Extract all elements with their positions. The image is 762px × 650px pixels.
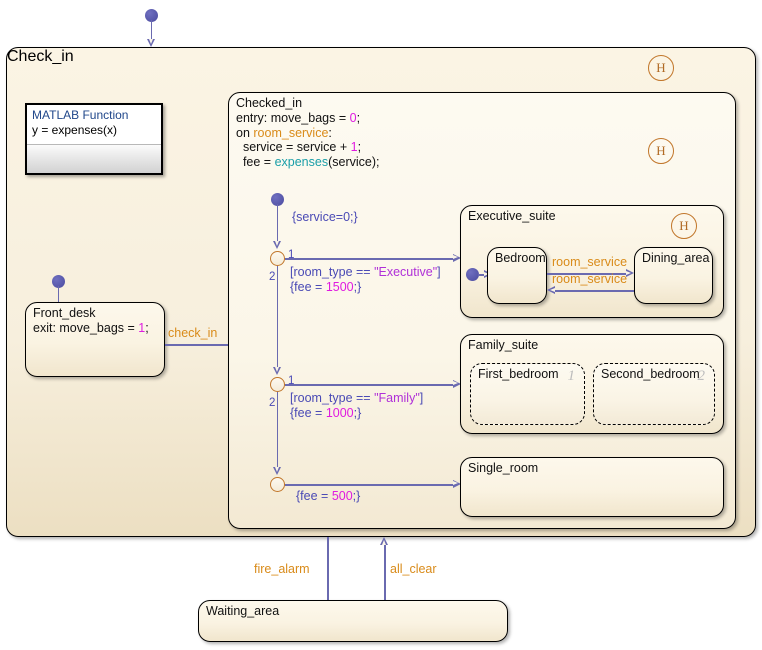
transition-action-executive: {fee = 1500;}	[290, 279, 362, 294]
state-label-family-suite: Family_suite	[468, 338, 539, 352]
state-label-bedroom: Bedroom	[495, 251, 546, 265]
state-label-first-bedroom: First_bedroom	[478, 367, 559, 381]
transition-line-bedroom-to-dining	[547, 273, 628, 275]
transition-line-executive	[285, 258, 455, 260]
state-single-room[interactable]: Single_room	[460, 457, 724, 517]
junction-executive[interactable]	[270, 251, 285, 266]
transition-label-fire-alarm: fire_alarm	[254, 562, 310, 576]
transition-label-room-service-back: room_service	[552, 272, 628, 286]
state-label-waiting-area: Waiting_area	[206, 604, 280, 618]
state-second-bedroom[interactable]: Second_bedroom 2	[593, 363, 715, 425]
state-label-executive-suite: Executive_suite	[468, 209, 556, 223]
state-label-second-bedroom: Second_bedroom	[601, 367, 700, 381]
state-first-bedroom[interactable]: First_bedroom 1	[470, 363, 585, 425]
default-transition-line	[150, 20, 153, 42]
checked-in-entry-action: entry: move_bags = 0;	[236, 111, 361, 125]
executive-suite-default-dot	[466, 268, 479, 281]
transition-arrowhead-dining-to-bedroom-inner	[550, 287, 555, 292]
transition-line-check-in	[165, 344, 230, 346]
matlab-function-body-panel	[27, 144, 161, 173]
default-transition-source-dot	[145, 9, 158, 22]
transition-arrowhead-single-entry-inner	[274, 467, 279, 472]
junction-executive-out-2: 2	[269, 271, 276, 283]
transition-line-all-clear	[384, 545, 386, 605]
state-bedroom[interactable]: Bedroom	[487, 247, 547, 304]
transition-action-family: {fee = 1000;}	[290, 405, 362, 420]
junction-family[interactable]	[270, 377, 285, 392]
checked-in-on-event: on room_service:	[236, 125, 332, 140]
transition-arrowhead-single-room-inner	[453, 481, 458, 486]
transition-action-single-room: {fee = 500;}	[296, 489, 361, 503]
junction-family-out-2: 2	[269, 397, 276, 409]
transition-label-all-clear: all_clear	[390, 562, 437, 576]
transition-line-family	[285, 384, 455, 386]
transition-line-single-room	[285, 484, 455, 486]
transition-line-fire-alarm	[327, 537, 329, 605]
parallel-index-first-bedroom: 1	[567, 368, 576, 384]
parallel-index-second-bedroom: 2	[697, 368, 706, 384]
state-label-front-desk: Front_desk	[33, 306, 96, 320]
state-front-desk[interactable]: Front_desk exit: move_bags = 1;	[25, 302, 165, 377]
matlab-function-signature: y = expenses(x)	[32, 123, 118, 137]
transition-arrowhead-family-entry-inner	[274, 367, 279, 372]
state-label-checked-in: Checked_in	[236, 96, 303, 110]
junction-single-room[interactable]	[270, 477, 285, 492]
checked-in-default-line	[276, 204, 279, 244]
checked-in-action-line-1: service = service + 1;	[236, 140, 362, 155]
state-label-single-room: Single_room	[468, 461, 539, 475]
front-desk-default-line	[57, 286, 60, 305]
executive-suite-default-arrowhead-inner	[484, 271, 489, 276]
transition-arrowhead-all-clear-inner	[382, 540, 386, 545]
history-junction-checked-in[interactable]: H	[648, 138, 674, 164]
state-label-check-in: Check_in	[7, 48, 74, 65]
transition-condition-executive: [room_type == "Executive"]	[290, 265, 441, 279]
state-waiting-area[interactable]: Waiting_area	[198, 600, 508, 642]
matlab-function-title: MATLAB Function	[32, 108, 129, 122]
front-desk-exit-action: exit: move_bags = 1;	[33, 321, 149, 335]
state-label-dining-area: Dining_area	[642, 251, 710, 265]
junction-family-out-1: 1	[288, 375, 295, 387]
transition-line-exec-to-family	[276, 266, 279, 370]
junction-executive-out-1: 1	[288, 249, 295, 261]
transition-arrowhead-family-inner	[453, 381, 458, 386]
checked-in-default-action: {service=0;}	[292, 210, 358, 224]
executive-suite-default-line	[478, 274, 485, 276]
matlab-function-block[interactable]: MATLAB Function y = expenses(x)	[25, 103, 163, 175]
matlab-function-text: MATLAB Function y = expenses(x)	[27, 105, 161, 138]
transition-arrowhead-executive-inner	[453, 255, 458, 260]
front-desk-default-dot	[52, 275, 65, 288]
checked-in-default-arrowhead-inner	[274, 241, 279, 246]
transition-label-room-service-forward: room_service	[552, 255, 628, 269]
transition-label-check-in: check_in	[168, 326, 218, 340]
transition-line-family-to-single	[276, 392, 279, 470]
history-junction-chart[interactable]: H	[648, 55, 674, 81]
checked-in-default-dot	[271, 193, 284, 206]
history-junction-executive-suite[interactable]: H	[671, 213, 697, 239]
transition-condition-family: [room_type == "Family"]	[290, 391, 424, 405]
default-transition-arrowhead-inner	[148, 39, 153, 44]
transition-line-dining-to-bedroom	[554, 290, 634, 292]
transition-arrowhead-bedroom-to-dining-inner	[626, 270, 631, 275]
state-dining-area[interactable]: Dining_area	[634, 247, 713, 304]
checked-in-action-line-2: fee = expenses(service);	[236, 154, 380, 169]
